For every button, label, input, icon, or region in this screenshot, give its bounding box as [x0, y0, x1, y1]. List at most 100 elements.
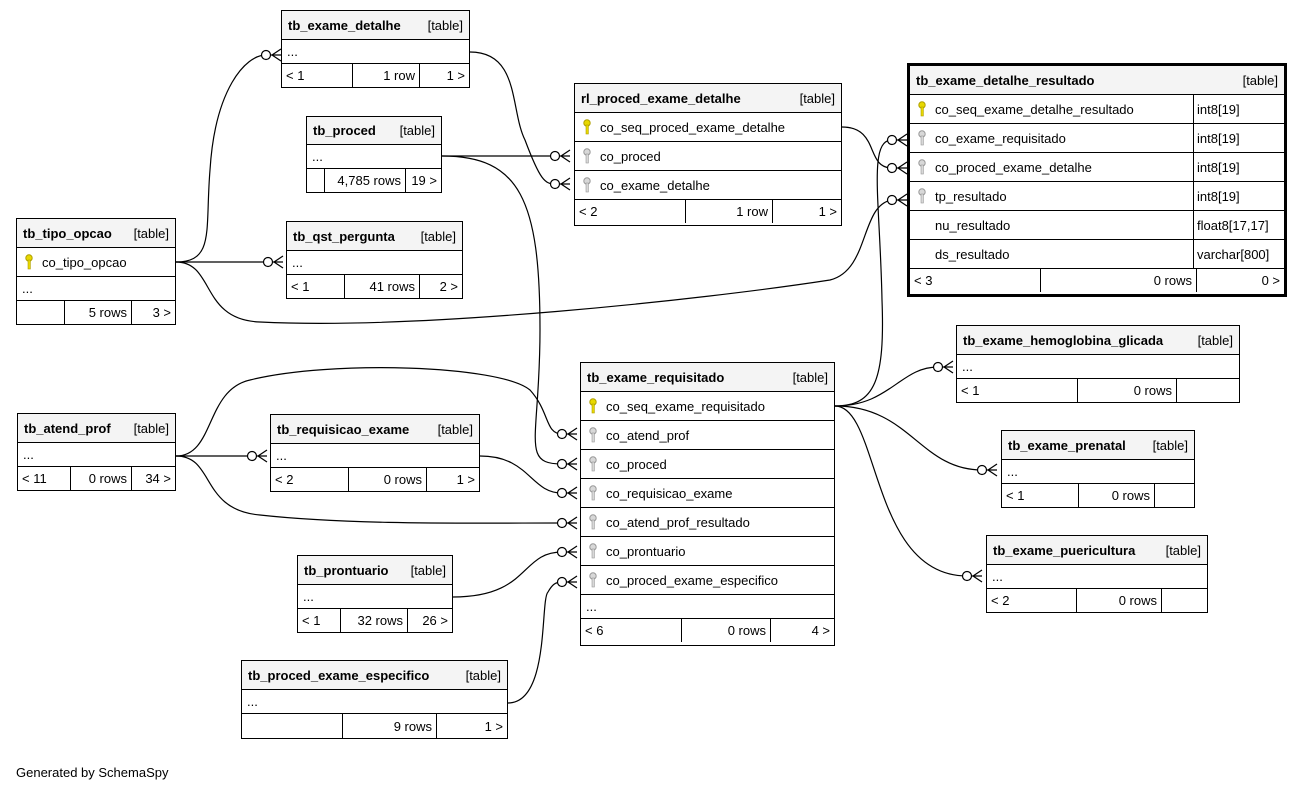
- parents-count[interactable]: [307, 169, 324, 192]
- column-name: co_seq_exame_requisitado: [606, 398, 765, 414]
- crows-foot-icon: [556, 457, 578, 471]
- table-tb-exame-detalhe-resultado[interactable]: tb_exame_detalhe_resultado [table] co_se…: [907, 63, 1287, 297]
- table-tb-tipo-opcao[interactable]: tb_tipo_opcao [table] co_tipo_opcao ... …: [16, 218, 176, 325]
- table-tb-qst-pergunta[interactable]: tb_qst_pergunta [table] ... < 1 41 rows …: [286, 221, 463, 299]
- parents-count[interactable]: < 1: [1006, 488, 1025, 503]
- crows-foot-icon: [886, 133, 908, 147]
- children-count[interactable]: [1154, 484, 1194, 507]
- table-tb-atend-prof[interactable]: tb_atend_prof [table] ... < 11 0 rows 34…: [17, 413, 176, 491]
- table-tb-exame-puericultura[interactable]: tb_exame_puericultura [table] ... < 2 0 …: [986, 535, 1208, 613]
- crows-foot-icon: [556, 427, 578, 441]
- column-row[interactable]: co_proced_exame_especifico: [581, 566, 834, 595]
- foreign-key-icon: [589, 484, 597, 500]
- column-row[interactable]: nu_resultado float8[17,17]: [910, 211, 1284, 240]
- children-count[interactable]: 19 >: [405, 169, 441, 192]
- children-count[interactable]: 1 >: [772, 200, 841, 223]
- column-row[interactable]: co_requisicao_exame: [581, 479, 834, 508]
- table-kind: [table]: [420, 228, 456, 244]
- column-row[interactable]: co_tipo_opcao: [17, 248, 175, 277]
- edge-requisitado-prenatal: [834, 405, 983, 471]
- column-row[interactable]: co_atend_prof: [581, 421, 834, 450]
- column-row[interactable]: tp_resultado int8[19]: [910, 182, 1284, 211]
- column-row[interactable]: co_seq_proced_exame_detalhe: [575, 113, 841, 142]
- children-count[interactable]: 1 >: [419, 64, 469, 87]
- column-name: co_prontuario: [606, 543, 686, 559]
- table-footer: 4,785 rows 19 >: [307, 169, 441, 192]
- crows-foot-icon: [556, 516, 578, 530]
- ellipsis-row: ...: [1002, 460, 1194, 484]
- table-name: tb_exame_detalhe_resultado: [916, 72, 1095, 88]
- primary-key-icon: [918, 100, 926, 116]
- children-count[interactable]: 26 >: [407, 609, 452, 632]
- column-name: co_requisicao_exame: [606, 485, 733, 501]
- table-footer: < 11 0 rows 34 >: [18, 467, 175, 490]
- table-header: tb_exame_detalhe_resultado [table]: [910, 66, 1284, 95]
- table-tb-exame-detalhe[interactable]: tb_exame_detalhe [table] ... < 1 1 row 1…: [281, 10, 470, 88]
- column-name: co_seq_proced_exame_detalhe: [600, 119, 786, 135]
- table-footer: < 1 32 rows 26 >: [298, 609, 452, 632]
- parents-count[interactable]: < 2: [991, 593, 1010, 608]
- generated-by-label: Generated by SchemaSpy: [16, 765, 169, 780]
- parents-count[interactable]: < 2: [579, 204, 598, 219]
- column-row[interactable]: co_seq_exame_detalhe_resultado int8[19]: [910, 95, 1284, 124]
- parents-count[interactable]: < 6: [585, 623, 604, 638]
- column-row[interactable]: co_proced: [575, 142, 841, 171]
- table-tb-prontuario[interactable]: tb_prontuario [table] ... < 1 32 rows 26…: [297, 555, 453, 633]
- table-tb-exame-requisitado[interactable]: tb_exame_requisitado [table] co_seq_exam…: [580, 362, 835, 646]
- children-count[interactable]: 3 >: [131, 301, 175, 324]
- table-tb-requisicao-exame[interactable]: tb_requisicao_exame [table] ... < 2 0 ro…: [270, 414, 480, 492]
- children-count[interactable]: 34 >: [131, 467, 175, 490]
- edge-proced-requisitado: [441, 155, 563, 465]
- ellipsis-row: ...: [242, 690, 507, 714]
- column-row[interactable]: co_prontuario: [581, 537, 834, 566]
- column-row[interactable]: co_exame_detalhe: [575, 171, 841, 200]
- table-tb-proced[interactable]: tb_proced [table] ... 4,785 rows 19 >: [306, 116, 442, 193]
- parents-count[interactable]: < 1: [961, 383, 980, 398]
- table-footer: < 3 0 rows 0 >: [910, 269, 1284, 292]
- parents-count[interactable]: < 3: [914, 273, 933, 288]
- column-row[interactable]: ds_resultado varchar[800]: [910, 240, 1284, 269]
- ellipsis-row: ...: [581, 595, 834, 619]
- table-name: tb_qst_pergunta: [293, 228, 395, 244]
- children-count[interactable]: [1161, 589, 1207, 612]
- parents-count[interactable]: [242, 714, 342, 738]
- children-count[interactable]: 1 >: [426, 468, 479, 491]
- crows-foot-icon: [260, 48, 282, 62]
- foreign-key-icon: [589, 571, 597, 587]
- column-name: co_proced: [600, 148, 661, 164]
- crows-foot-icon: [886, 193, 908, 207]
- column-row[interactable]: co_seq_exame_requisitado: [581, 392, 834, 421]
- children-count[interactable]: 1 >: [436, 714, 507, 738]
- parents-count[interactable]: < 1: [302, 613, 321, 628]
- table-footer: < 1 1 row 1 >: [282, 64, 469, 87]
- column-type: varchar[800]: [1193, 240, 1284, 268]
- row-count: 0 rows: [681, 619, 770, 642]
- table-tb-exame-hemoglobina-glicada[interactable]: tb_exame_hemoglobina_glicada [table] ...…: [956, 325, 1240, 403]
- table-tb-exame-prenatal[interactable]: tb_exame_prenatal [table] ... < 1 0 rows: [1001, 430, 1195, 508]
- parents-count[interactable]: < 1: [286, 68, 305, 83]
- table-rl-proced-exame-detalhe[interactable]: rl_proced_exame_detalhe [table] co_seq_p…: [574, 83, 842, 226]
- row-count: 0 rows: [1040, 269, 1196, 292]
- column-row[interactable]: co_exame_requisitado int8[19]: [910, 124, 1284, 153]
- column-row[interactable]: co_proced: [581, 450, 834, 479]
- children-count[interactable]: 2 >: [419, 275, 462, 298]
- children-count[interactable]: 0 >: [1196, 269, 1284, 292]
- table-footer: < 2 0 rows 1 >: [271, 468, 479, 491]
- column-row[interactable]: co_atend_prof_resultado: [581, 508, 834, 537]
- parents-count[interactable]: [17, 301, 64, 324]
- children-count[interactable]: 4 >: [770, 619, 834, 642]
- primary-key-icon: [25, 253, 33, 269]
- children-count[interactable]: [1176, 379, 1239, 402]
- row-count: 0 rows: [1076, 589, 1161, 612]
- column-row[interactable]: co_proced_exame_detalhe int8[19]: [910, 153, 1284, 182]
- ellipsis-row: ...: [18, 443, 175, 467]
- parents-count[interactable]: < 1: [291, 279, 310, 294]
- parents-count[interactable]: < 11: [22, 471, 47, 486]
- column-name: co_exame_detalhe: [600, 177, 710, 193]
- table-tb-proced-exame-especifico[interactable]: tb_proced_exame_especifico [table] ... 9…: [241, 660, 508, 739]
- table-kind: [table]: [399, 123, 435, 138]
- crows-foot-icon: [262, 255, 284, 269]
- parents-count[interactable]: < 2: [275, 472, 294, 487]
- table-header: tb_tipo_opcao [table]: [17, 219, 175, 248]
- edge-atend-prof-requisitado: [175, 367, 563, 457]
